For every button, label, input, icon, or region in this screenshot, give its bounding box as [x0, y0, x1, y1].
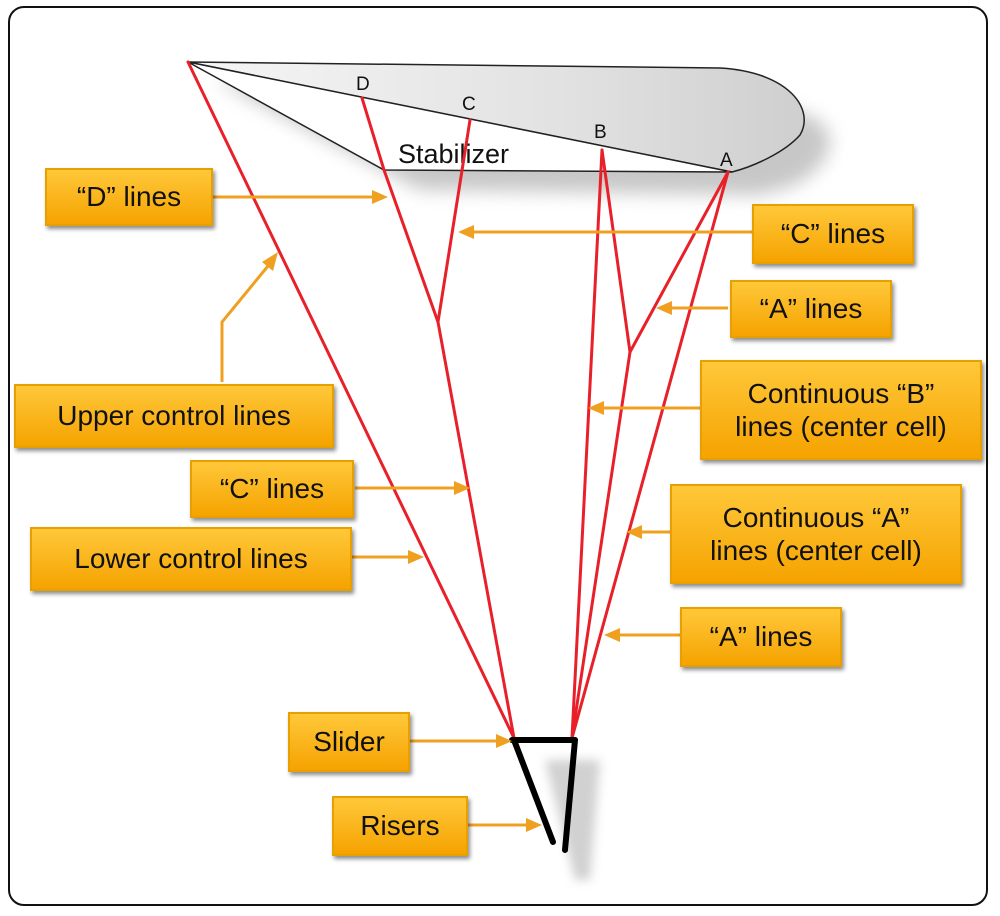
arrowhead-c-lines-left	[454, 481, 470, 495]
label-c-lines-left: “C” lines	[190, 460, 354, 518]
b-line-branch	[600, 148, 632, 354]
arrowhead-continuous-b	[588, 401, 604, 415]
arrowhead-upper-control	[262, 252, 278, 271]
d-line-left	[382, 168, 440, 324]
arrowhead-risers	[526, 818, 542, 832]
stabilizer-panel	[187, 61, 733, 173]
label-risers: Risers	[332, 796, 468, 856]
label-lower-control-lines: Lower control lines	[30, 527, 352, 591]
wing-canopy	[187, 61, 805, 173]
riser-right	[562, 737, 578, 853]
label-a-lines-lower: “A” lines	[680, 607, 842, 667]
wing-letter-b: B	[594, 122, 607, 143]
c-line-upper	[436, 118, 472, 324]
label-upper-control-lines: Upper control lines	[14, 384, 334, 448]
label-continuous-b-line2: lines (center cell)	[735, 411, 947, 442]
wing-letter-a: A	[720, 150, 733, 171]
callout-arrows	[212, 195, 752, 827]
label-a-lines-upper: “A” lines	[730, 280, 892, 338]
wing-letter-d: D	[356, 74, 370, 95]
label-continuous-a: Continuous “A” lines (center cell)	[670, 484, 962, 584]
arrowhead-d-lines	[372, 190, 388, 204]
arrowhead-lower-control	[408, 550, 424, 564]
d-line-top	[360, 96, 386, 172]
a-line-continuous	[570, 170, 730, 740]
upper-control-line	[186, 60, 516, 740]
arrowhead-a-lines-upper	[656, 301, 672, 315]
label-continuous-b: Continuous “B” lines (center cell)	[700, 360, 982, 460]
stabilizer-label: Stabilizer	[398, 139, 509, 169]
label-d-lines: “D” lines	[45, 168, 213, 226]
label-continuous-a-line1: Continuous “A”	[722, 502, 910, 533]
arrowhead-continuous-a	[626, 525, 642, 539]
risers-slider	[509, 737, 578, 853]
riser-left	[511, 737, 556, 845]
b-line-continuous	[570, 148, 604, 740]
arrowhead-a-lines-lower	[604, 628, 620, 642]
label-slider: Slider	[288, 712, 410, 772]
c-line-lower	[436, 320, 516, 740]
arrowhead-slider	[496, 734, 512, 748]
label-continuous-b-line1: Continuous “B”	[747, 378, 935, 409]
arrowhead-c-lines-right	[458, 225, 474, 239]
a-line-lower	[570, 350, 632, 740]
arrow-heads	[262, 190, 672, 832]
label-continuous-a-line2: lines (center cell)	[710, 535, 922, 566]
suspension-lines	[186, 60, 730, 740]
arrow-upper-control	[220, 265, 270, 382]
wing-letter-c: C	[462, 94, 476, 115]
label-c-lines-right: “C” lines	[752, 204, 914, 264]
a-line-upper	[628, 170, 730, 354]
riser-shadow	[545, 760, 600, 880]
